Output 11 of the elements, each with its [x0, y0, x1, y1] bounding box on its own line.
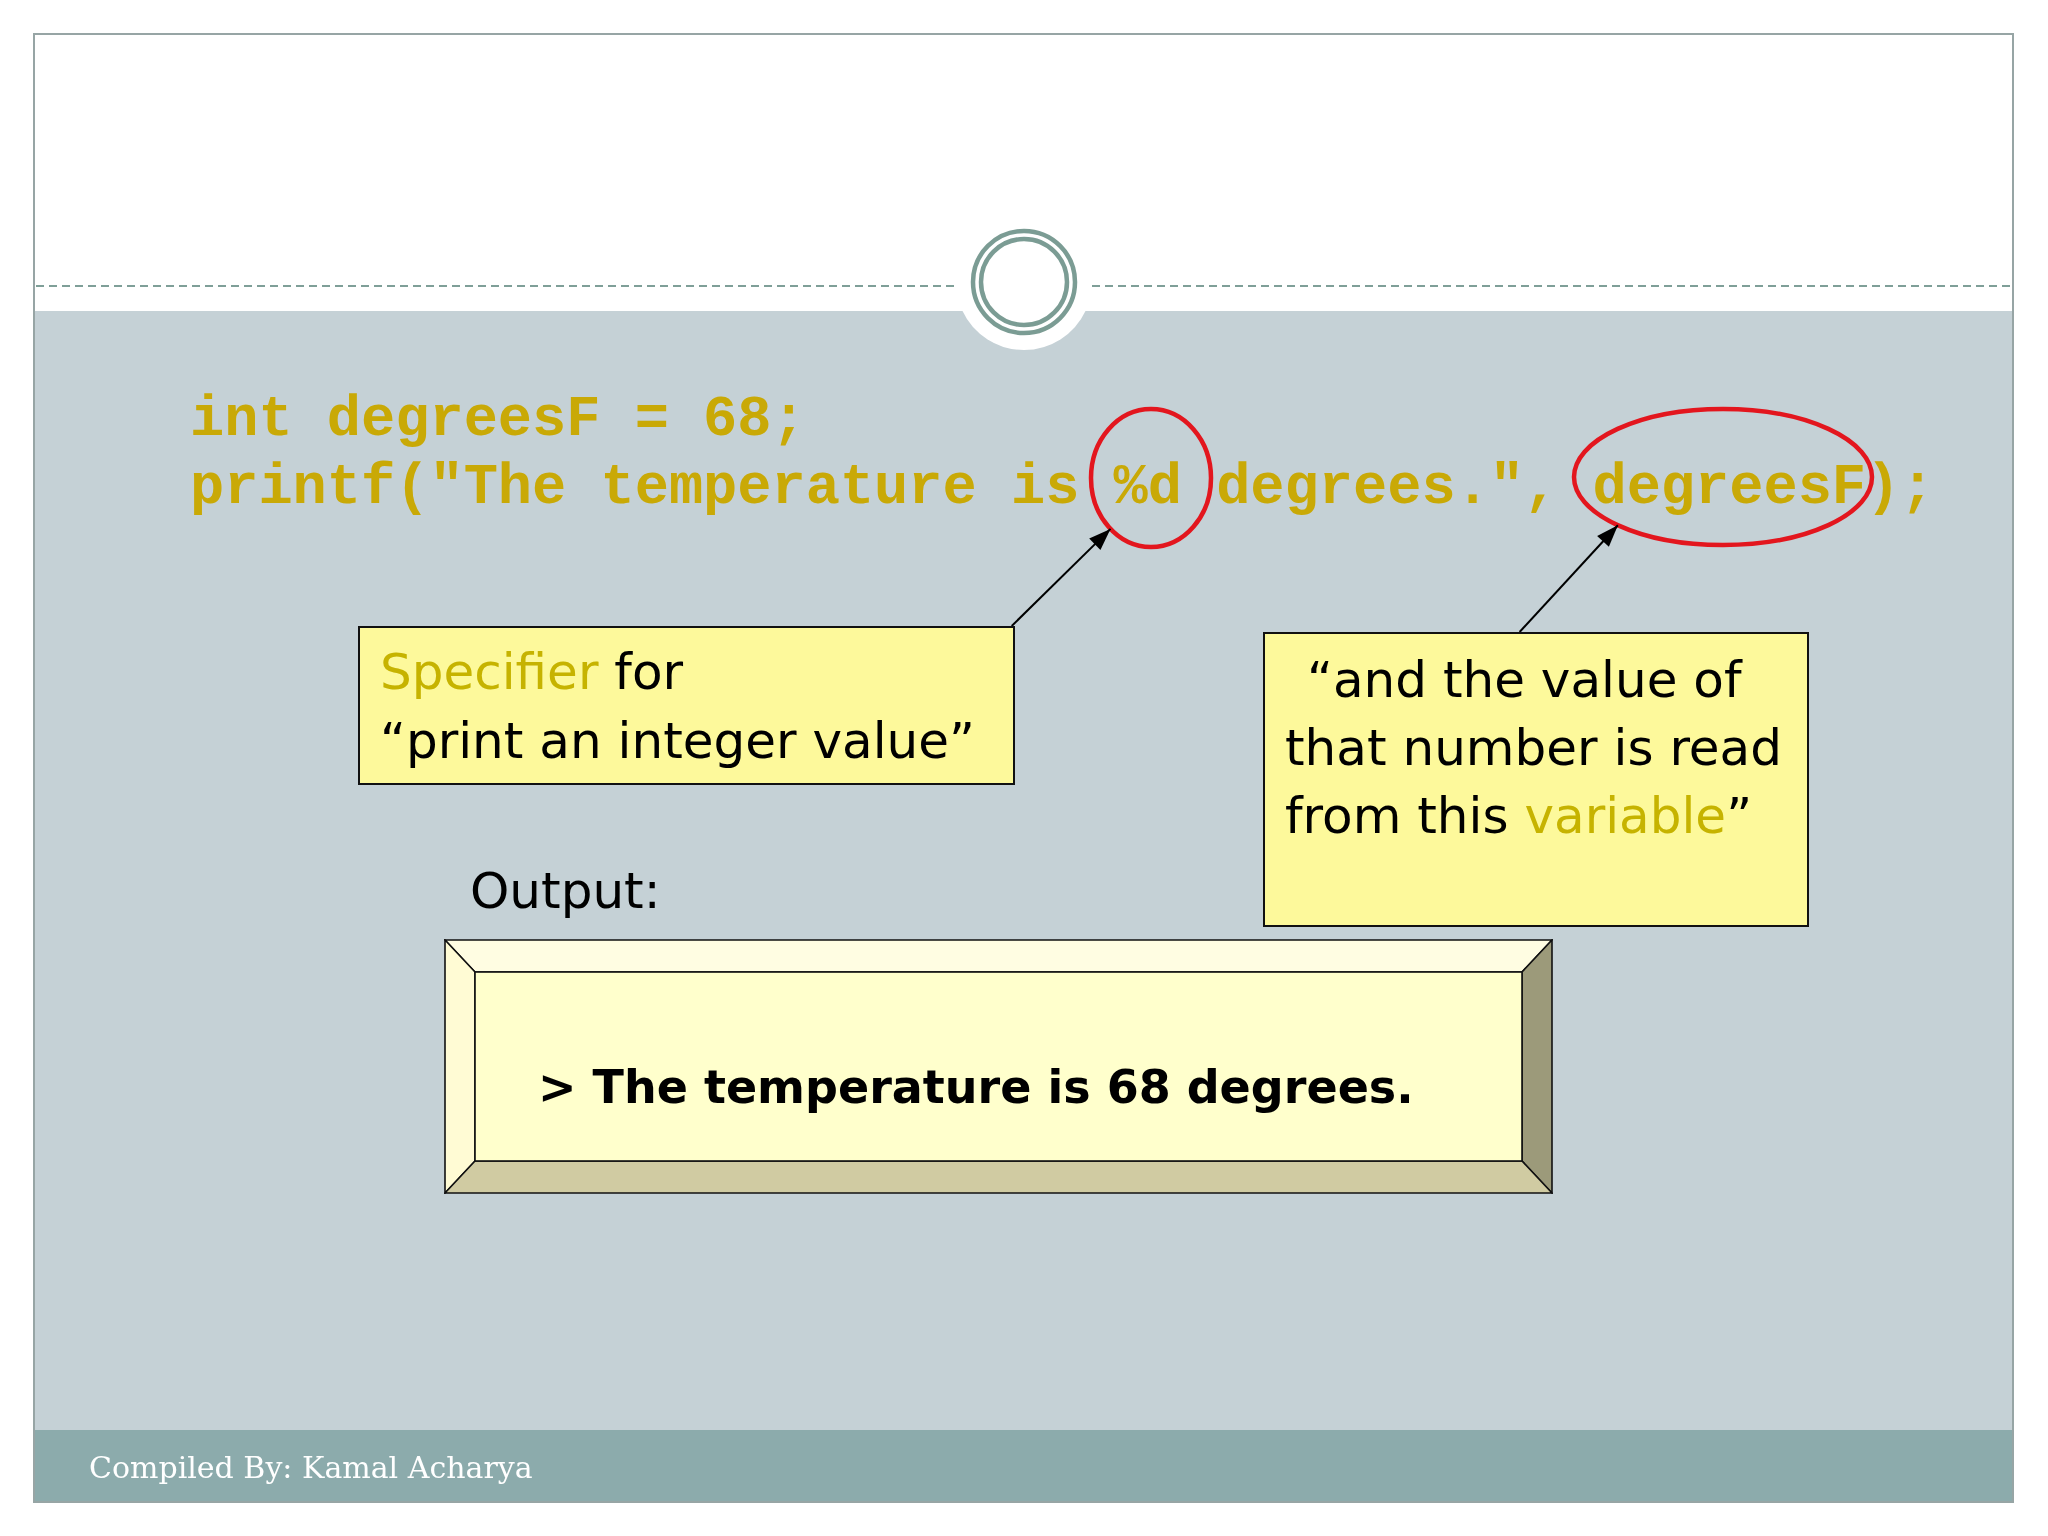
leader-arrow: [1518, 524, 1619, 633]
callout-text: Specifier for “print an integer value”: [380, 642, 975, 772]
output-heading: Output:: [470, 861, 661, 921]
callout-text: “and the value of that number is read from this variable”: [1285, 650, 1782, 847]
highlight-ellipse: [1088, 406, 1214, 550]
code-line: int degreesF = 68;: [190, 387, 806, 454]
leader-arrow: [1010, 527, 1112, 627]
footer-text: Compiled By: Kamal Acharya: [89, 1449, 533, 1487]
callout-box: [358, 626, 1015, 785]
output-text: > The temperature is 68 degrees.: [538, 1059, 1414, 1116]
callout-box: [1263, 632, 1809, 927]
